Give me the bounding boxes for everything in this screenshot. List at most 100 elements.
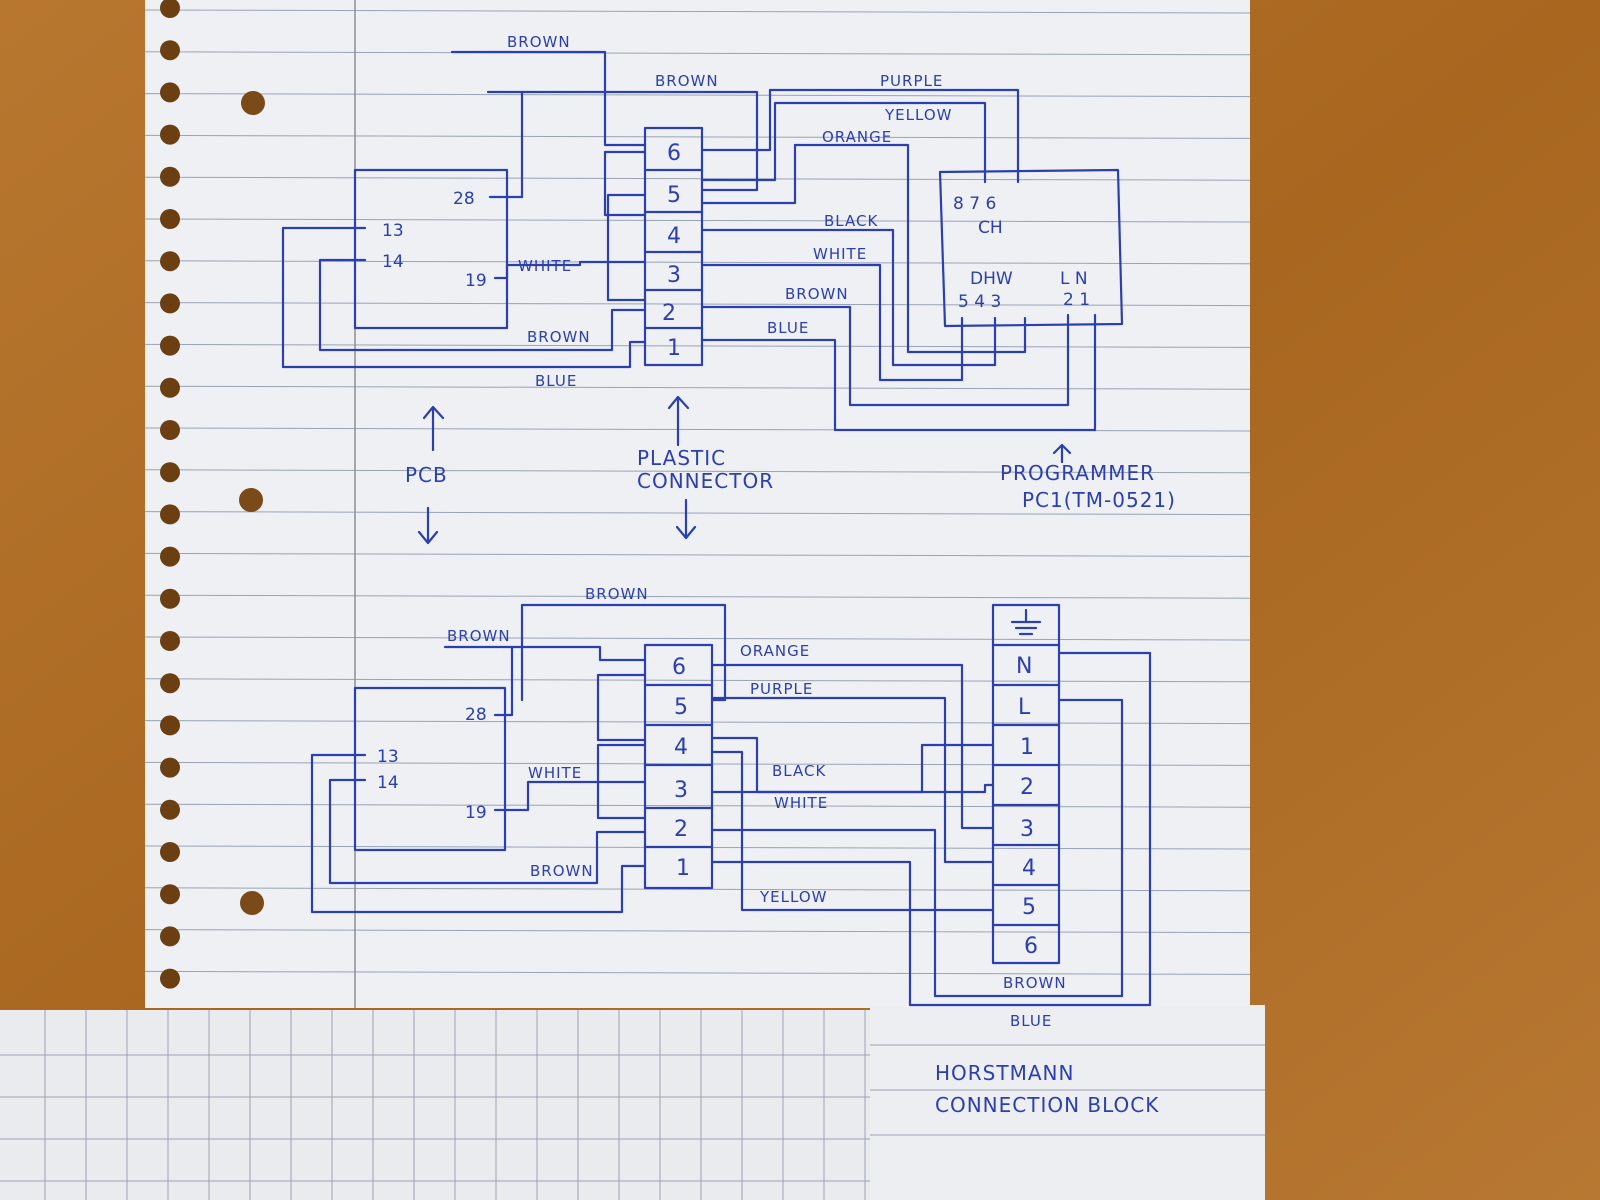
connector-caption: PLASTIC [637,446,726,470]
pin-14: 14 [382,252,404,272]
terminal-2: 2 [1020,775,1034,800]
spiral-hole [160,251,180,272]
wire [281,226,647,369]
wire [710,698,1124,998]
cell-2: 2 [662,301,676,326]
terminal-5: 5 [1022,895,1036,920]
wire [596,673,647,742]
cell-5: 5 [667,183,681,208]
ln-pins: 2 1 [1063,290,1090,310]
block-caption: CONNECTION BLOCK [935,1093,1159,1117]
spiral-hole [160,82,180,103]
wire [700,228,997,367]
wires [281,50,1152,1007]
spiral-hole [160,462,180,483]
spiral-hole [160,0,180,18]
programmer-box: 8 7 6 CH DHW L N 5 4 3 2 1 [938,168,1124,328]
label-brown: BROWN [530,862,594,880]
spiral-hole [160,166,180,187]
terminal-6: 6 [1024,934,1038,959]
wire [710,783,995,794]
pin-13: 13 [377,747,399,767]
spiral-hole [160,420,180,440]
spiral-binding-holes [160,0,180,989]
terminal-1: 1 [1020,735,1034,760]
wire [493,780,647,812]
wire [700,143,1027,354]
wire [450,50,647,147]
spiral-hole [160,335,180,356]
pin-28: 28 [453,189,475,209]
top-captions: PCB PLASTIC CONNECTOR PROGRAMMER PC1(TM-… [405,395,1176,545]
label-brown: BROWN [655,72,719,90]
dhw-label: DHW [970,269,1013,289]
dhw-pins: 5 4 3 [958,292,1001,312]
pcb-caption: PCB [405,463,448,487]
cell-4: 4 [667,224,681,249]
label-white: WHITE [813,245,867,263]
wire [700,313,1097,432]
top-plastic-connector: 6 5 4 3 2 1 [643,126,704,367]
wire [493,645,514,717]
programmer-model: PC1(TM-0521) [1022,488,1176,512]
wire [710,651,1152,1007]
bottom-wire-labels: BROWN BROWN ORANGE PURPLE WHITE BLACK WH… [447,585,1067,1030]
label-white: WHITE [518,257,572,275]
spiral-hole [160,588,180,609]
cell-5: 5 [674,695,688,720]
wire [710,696,995,864]
label-purple: PURPLE [880,72,943,90]
wire [328,778,647,885]
terminal-N: N [1016,654,1032,679]
spiral-hole [160,715,180,736]
arrow-up-icon [667,395,690,447]
top-wire-labels: BROWN BROWN PURPLE YELLOW ORANGE BLACK W… [507,33,951,390]
label-brown: BROWN [507,33,571,51]
wire [443,645,647,662]
spiral-hole [160,968,180,989]
pin-28: 28 [465,705,487,725]
bottom-pcb: 28 13 14 19 [353,686,507,852]
ch-pins: 8 7 6 [953,194,996,214]
wire [493,260,647,280]
spiral-hole [160,799,180,820]
spiral-hole [160,293,180,314]
wire [700,88,1020,184]
lined-paper-sheet [870,1005,1265,1200]
spiral-hole [160,504,180,525]
label-orange: ORANGE [822,128,892,146]
wire [710,663,995,830]
wire [310,753,647,914]
label-brown: BROWN [1003,974,1067,992]
wire [700,305,1070,407]
cell-2: 2 [674,817,688,842]
spiral-hole [160,546,180,567]
cell-6: 6 [672,655,686,680]
cell-3: 3 [667,263,681,288]
wire [606,193,647,302]
label-purple: PURPLE [750,680,813,698]
label-yellow: YELLOW [759,888,827,906]
label-brown: BROWN [585,585,649,603]
label-blue: BLUE [767,319,809,337]
spiral-hole [160,40,180,61]
pin-13: 13 [382,221,404,241]
bottom-plastic-connector: 6 5 4 3 2 1 [643,643,714,890]
wire [700,263,964,382]
label-brown: BROWN [527,328,591,346]
cell-6: 6 [667,141,681,166]
label-black: BLACK [772,762,826,780]
label-white: WHITE [528,764,582,782]
spiral-hole [160,377,180,398]
top-pcb: 28 13 14 19 [353,168,509,330]
graph-paper-sheet [0,1010,870,1200]
wire [520,603,727,702]
ch-label: CH [978,218,1003,238]
arrow-down-icon [675,498,697,540]
cell-4: 4 [674,735,688,760]
label-blue: BLUE [1010,1012,1052,1030]
arrow-up-icon [422,405,445,452]
label-black: BLACK [824,212,878,230]
spiral-hole [160,926,180,947]
programmer-caption: PROGRAMMER [1000,461,1155,485]
